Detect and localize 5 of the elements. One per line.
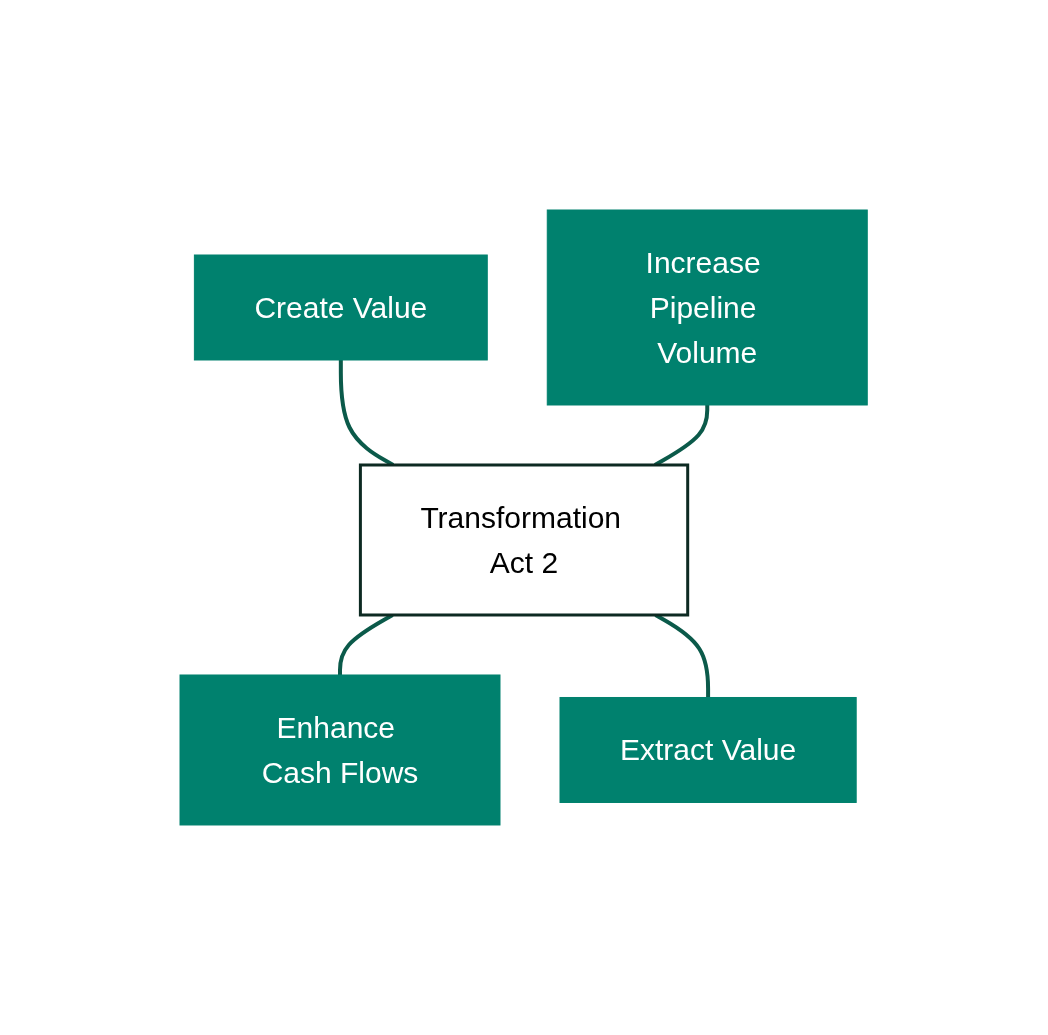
node-box: Create Value — [194, 254, 489, 361]
node-box: Transformation Act 2 — [359, 463, 690, 617]
node-box: Extract Value — [559, 697, 858, 803]
node-box: Increase Pipeline Volume — [547, 209, 869, 406]
node-box: Enhance Cash Flows — [179, 674, 501, 826]
